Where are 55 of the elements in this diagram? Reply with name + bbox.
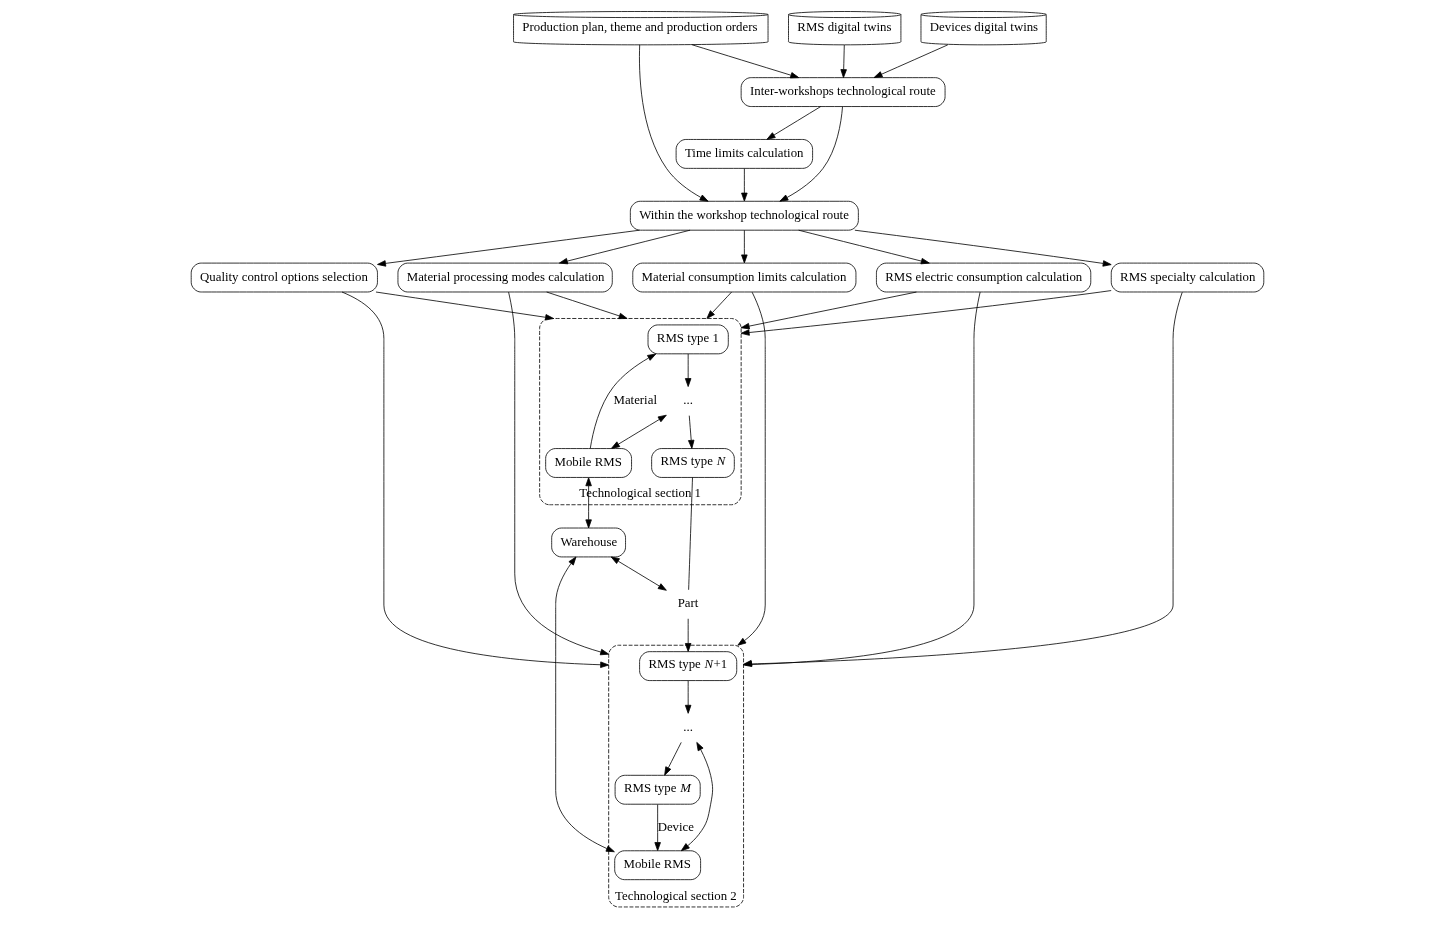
arrow [691, 44, 800, 79]
node-box: Material consumption limits calculation [632, 262, 857, 293]
node-box: RMS type N+1 [639, 651, 738, 681]
arrow [610, 556, 667, 591]
arrow [684, 618, 692, 652]
arrow [766, 106, 822, 140]
arrow [508, 291, 610, 656]
arrow [684, 680, 692, 714]
arrow [639, 44, 709, 202]
node-box: RMS type M [614, 774, 701, 805]
arrow [375, 291, 554, 321]
node-box: Quality control options selection [190, 262, 378, 293]
node-box: RMS specialty calculation [1110, 262, 1265, 293]
arrow [680, 742, 713, 852]
arrow [377, 229, 640, 267]
arrow [688, 415, 695, 449]
node-box: Material processing modes calculation [397, 262, 613, 293]
arrow [873, 44, 949, 78]
connector [688, 477, 693, 591]
arrow [546, 291, 628, 320]
arrow [854, 229, 1112, 267]
node-box: RMS electric consumption calculation [876, 262, 1092, 293]
arrow [743, 291, 1183, 667]
arrow [664, 742, 682, 776]
arrow [741, 229, 748, 264]
edge-label: Material [613, 393, 657, 408]
arrow [779, 106, 843, 202]
arrow [559, 229, 691, 265]
node-box: Within the workshop technological route [629, 200, 859, 231]
node-box: Mobile RMS [614, 850, 701, 881]
arrow [341, 291, 610, 668]
arrow [555, 556, 615, 853]
arrow [740, 290, 1112, 336]
arrow [840, 44, 847, 79]
arrow [611, 414, 667, 449]
node-text: ... [683, 719, 693, 734]
node-box: Mobile RMS [545, 448, 632, 478]
arrow [585, 477, 592, 529]
arrow [737, 291, 766, 646]
arrow [743, 291, 981, 667]
node-text: Part [677, 596, 699, 611]
node-text: ... [683, 393, 693, 408]
arrow [654, 804, 661, 851]
arrow [741, 168, 748, 202]
arrow [706, 291, 732, 319]
node-box: Time limits calculation [675, 139, 813, 169]
arrow [684, 353, 692, 387]
node-box: RMS type 1 [647, 324, 729, 355]
node-box: Inter-workshops technological route [740, 77, 946, 107]
arrow [740, 291, 917, 330]
arrow [589, 353, 657, 449]
node-box: Warehouse [551, 527, 626, 558]
edge-label: Device [657, 819, 694, 834]
arrow [798, 229, 930, 265]
node-box: RMS type N [651, 448, 735, 478]
